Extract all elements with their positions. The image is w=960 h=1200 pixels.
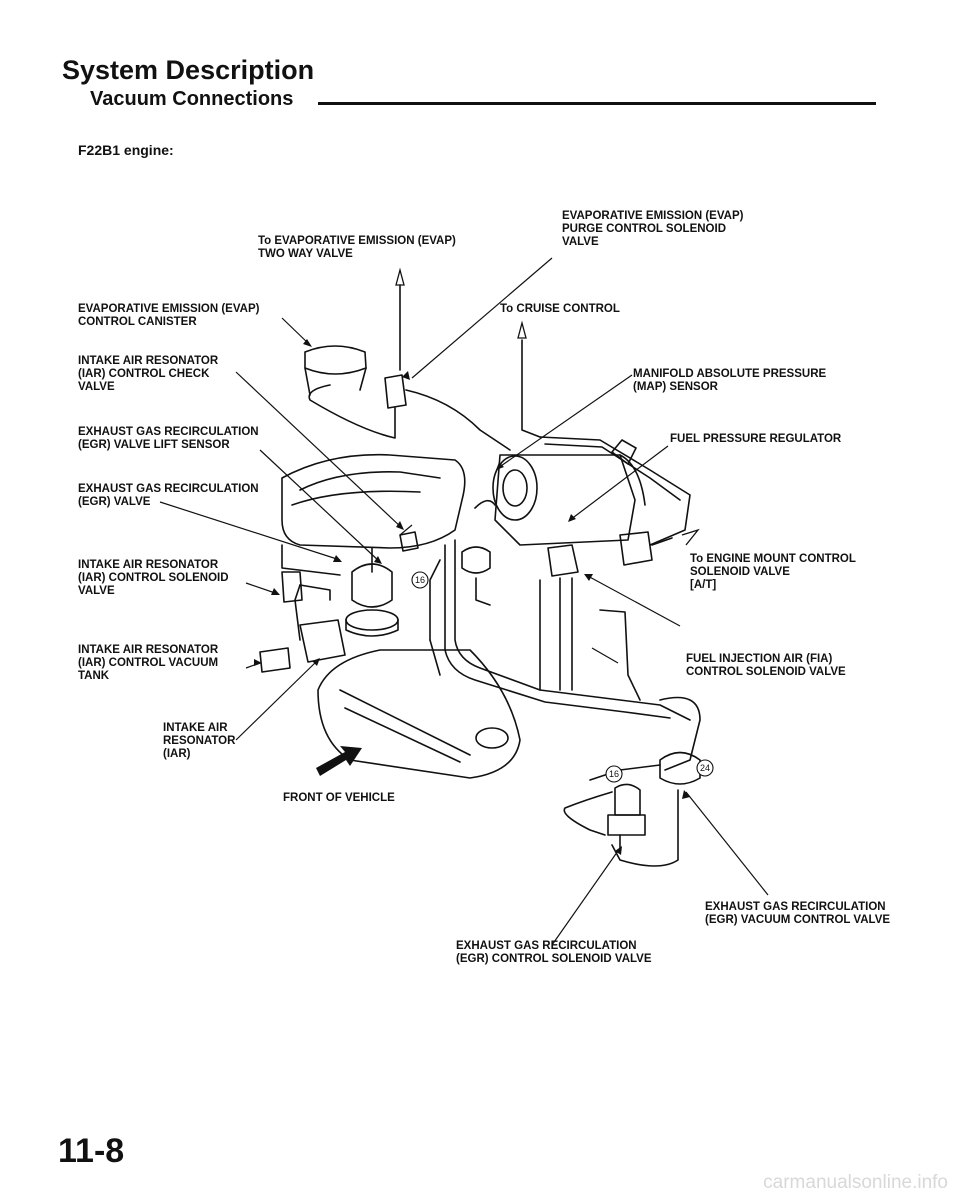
label-iar-check-valve: INTAKE AIR RESONATOR (IAR) CONTROL CHECK… xyxy=(78,355,219,393)
up-arrow-icon xyxy=(395,267,405,286)
badge-16-b xyxy=(605,765,623,783)
page-title: System Description xyxy=(62,55,315,85)
label-egr-valve: EXHAUST GAS RECIRCULATION (EGR) VALVE xyxy=(78,483,259,508)
egr-valve xyxy=(351,563,393,608)
label-egr-solenoid: EXHAUST GAS RECIRCULATION (EGR) CONTROL … xyxy=(456,940,652,965)
label-egr-vacuum-control: EXHAUST GAS RECIRCULATION (EGR) VACUUM C… xyxy=(705,901,891,926)
front-arrow-icon xyxy=(316,746,362,776)
badge-16-a xyxy=(411,571,429,589)
label-iar-vacuum-tank: INTAKE AIR RESONATOR (IAR) CONTROL VACUU… xyxy=(78,644,219,682)
intake-air-resonator xyxy=(317,649,521,779)
label-cruise-control: To CRUISE CONTROL xyxy=(500,303,620,315)
evap-canister xyxy=(304,345,367,375)
badge-24 xyxy=(696,759,714,777)
engine-label: F22B1 engine: xyxy=(78,142,174,158)
fia-solenoid xyxy=(547,544,579,577)
map-sensor xyxy=(461,546,491,574)
fuel-pressure-regulator xyxy=(611,439,637,465)
subtitle-rule xyxy=(318,102,876,105)
up-arrow-icon xyxy=(517,320,527,339)
page-number: 11-8 xyxy=(58,1132,125,1170)
iar-vacuum-tank xyxy=(299,619,346,663)
badge-24-text: 24 xyxy=(700,763,710,773)
label-fia-solenoid: FUEL INJECTION AIR (FIA) CONTROL SOLENOI… xyxy=(686,653,846,678)
label-engine-mount: To ENGINE MOUNT CONTROL SOLENOID VALVE [… xyxy=(690,553,856,591)
label-egr-lift-sensor: EXHAUST GAS RECIRCULATION (EGR) VALVE LI… xyxy=(78,426,259,451)
iar-check-valve xyxy=(384,374,407,409)
label-fuel-pressure-regulator: FUEL PRESSURE REGULATOR xyxy=(670,433,842,445)
egr-vacuum-control xyxy=(659,751,701,785)
intake-plenum xyxy=(281,453,466,549)
label-iar: INTAKE AIR RESONATOR (IAR) xyxy=(163,722,236,760)
engine-mount-solenoid xyxy=(619,531,653,566)
label-evap-purge-solenoid: EVAPORATIVE EMISSION (EVAP) PURGE CONTRO… xyxy=(562,210,744,248)
right-arrow-icon xyxy=(681,528,700,546)
badge-16-b-text: 16 xyxy=(609,769,619,779)
label-evap-canister: EVAPORATIVE EMISSION (EVAP) CONTROL CANI… xyxy=(78,303,260,328)
label-iar-solenoid: INTAKE AIR RESONATOR (IAR) CONTROL SOLEN… xyxy=(78,559,229,597)
label-map-sensor: MANIFOLD ABSOLUTE PRESSURE (MAP) SENSOR xyxy=(633,368,827,393)
throttle-body xyxy=(494,454,636,546)
egr-lift-sensor xyxy=(399,531,419,552)
watermark: carmanualsonline.info xyxy=(763,1172,948,1193)
egr-solenoid xyxy=(614,783,641,816)
front-of-vehicle-label: FRONT OF VEHICLE xyxy=(283,792,395,804)
section-subtitle: Vacuum Connections xyxy=(90,88,294,110)
iar-solenoid xyxy=(281,571,303,603)
badge-16-a-text: 16 xyxy=(415,575,425,585)
label-evap-two-way-valve: To EVAPORATIVE EMISSION (EVAP) TWO WAY V… xyxy=(258,235,456,260)
